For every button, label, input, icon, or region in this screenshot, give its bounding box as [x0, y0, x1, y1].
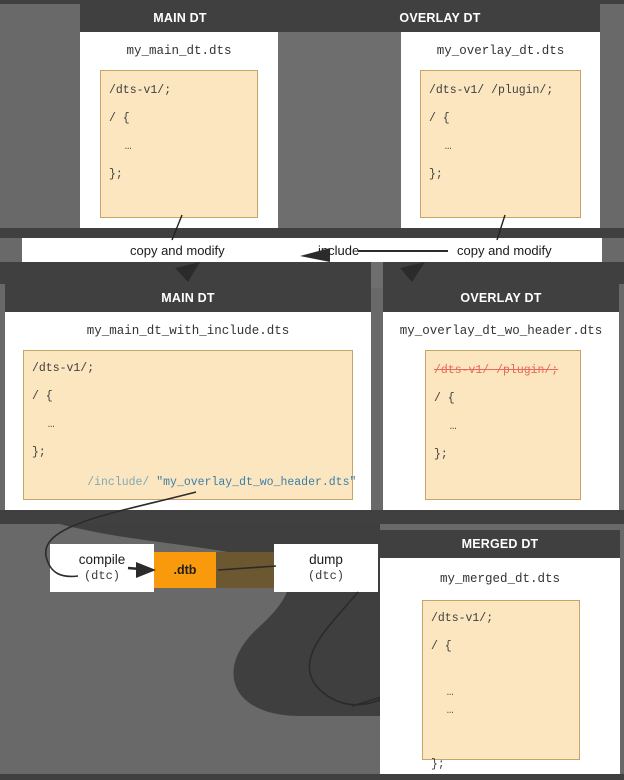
code-line: …: [431, 704, 455, 717]
panel-header-main-dt-top-label: MAIN DT: [153, 11, 207, 25]
include-string: "my_overlay_dt_wo_header.dts": [156, 475, 357, 489]
dump-tool: (dtc): [307, 568, 344, 583]
band-page-bottom: [0, 774, 624, 780]
code-line: / {: [434, 392, 455, 405]
compile-label: compile: [78, 552, 126, 568]
dtb-artifact: .dtb: [154, 552, 216, 588]
compile-box: compile (dtc): [50, 544, 154, 592]
dump-label: dump: [309, 552, 343, 568]
dtb-label: .dtb: [173, 563, 197, 577]
compile-tool: (dtc): [83, 568, 120, 583]
panel-header-main-dt-mid-label: MAIN DT: [161, 291, 215, 305]
code-line: …: [32, 418, 56, 431]
code-line-spacer: [431, 741, 579, 759]
band-arrowstrip-bottom: [0, 262, 624, 284]
panel-header-main-dt-top: MAIN DT OVERLAY DT: [80, 4, 600, 32]
code-line: / {: [429, 112, 450, 125]
code-line: / {: [109, 112, 130, 125]
code-line: };: [431, 758, 445, 771]
arrow-label-copy-modify-right: copy and modify: [457, 242, 552, 258]
code-box-merged-dt: /dts-v1/; / { … … };: [422, 600, 580, 770]
code-line: / {: [431, 640, 452, 653]
panel-header-overlay-dt-mid: OVERLAY DT: [383, 284, 619, 312]
panel-header-overlay-dt-top-label: OVERLAY DT: [399, 11, 481, 25]
code-box-overlay-dt-top: /dts-v1/ /plugin/; / { … };: [420, 70, 581, 218]
panel-header-merged-dt: MERGED DT: [380, 530, 620, 558]
code-line: };: [109, 168, 123, 181]
code-line: …: [434, 420, 458, 433]
panel-card-merged-dt: my_merged_dt.dts /dts-v1/; / { … … };: [380, 558, 620, 774]
code-line: …: [431, 686, 455, 699]
code-line: };: [434, 448, 448, 461]
code-line-spacer: [431, 723, 579, 741]
code-line: …: [109, 140, 133, 153]
code-line: };: [32, 446, 46, 459]
code-box-main-dt-mid: /dts-v1/; / { … }; /include/ "my_overlay…: [23, 350, 356, 500]
file-name-overlay-dt-mid: my_overlay_dt_wo_header.dts: [399, 324, 603, 338]
panel-card-overlay-dt-top: my_overlay_dt.dts /dts-v1/ /plugin/; / {…: [401, 32, 600, 228]
code-box-overlay-dt-mid: /dts-v1/ /plugin/; / { … };: [425, 350, 581, 500]
code-line: / {: [32, 390, 53, 403]
code-line: /dts-v1/ /plugin/;: [429, 84, 554, 97]
panel-card-overlay-dt-mid: my_overlay_dt_wo_header.dts /dts-v1/ /pl…: [383, 312, 619, 510]
arrow-label-strip: copy and modify include copy and modify: [22, 238, 602, 262]
band-between-row1-row2: [0, 228, 624, 238]
panel-card-main-dt-top: my_main_dt.dts /dts-v1/; / { … };: [80, 32, 278, 228]
file-name-main-dt-top: my_main_dt.dts: [126, 44, 232, 58]
panel-header-merged-dt-label: MERGED DT: [461, 537, 539, 551]
code-line: /dts-v1/;: [32, 362, 95, 375]
code-line-struck: /dts-v1/ /plugin/;: [434, 364, 559, 377]
band-below-row2: [0, 510, 624, 524]
file-name-merged-dt: my_merged_dt.dts: [439, 572, 561, 586]
dump-box: dump (dtc): [274, 544, 378, 592]
code-line: …: [429, 140, 453, 153]
panel-header-overlay-dt-mid-label: OVERLAY DT: [460, 291, 542, 305]
code-line: };: [429, 168, 443, 181]
file-name-main-dt-mid: my_main_dt_with_include.dts: [86, 324, 290, 338]
file-name-overlay-dt-top: my_overlay_dt.dts: [436, 44, 565, 58]
gray-notch-top-gap: [278, 30, 401, 228]
panel-header-main-dt-mid: MAIN DT: [5, 284, 371, 312]
code-line-include: /include/ "my_overlay_dt_wo_header.dts": [32, 465, 356, 488]
arrow-label-include: include: [318, 242, 360, 258]
code-line: /dts-v1/;: [109, 84, 172, 97]
code-line: /dts-v1/;: [431, 612, 494, 625]
panel-card-main-dt-mid: my_main_dt_with_include.dts /dts-v1/; / …: [5, 312, 371, 510]
band-top-thin: [0, 0, 624, 4]
include-keyword: /include/: [87, 475, 150, 489]
code-line-spacer: [431, 669, 579, 687]
arrow-label-copy-modify-left: copy and modify: [130, 242, 225, 258]
code-box-main-dt-top: /dts-v1/; / { … };: [100, 70, 258, 218]
